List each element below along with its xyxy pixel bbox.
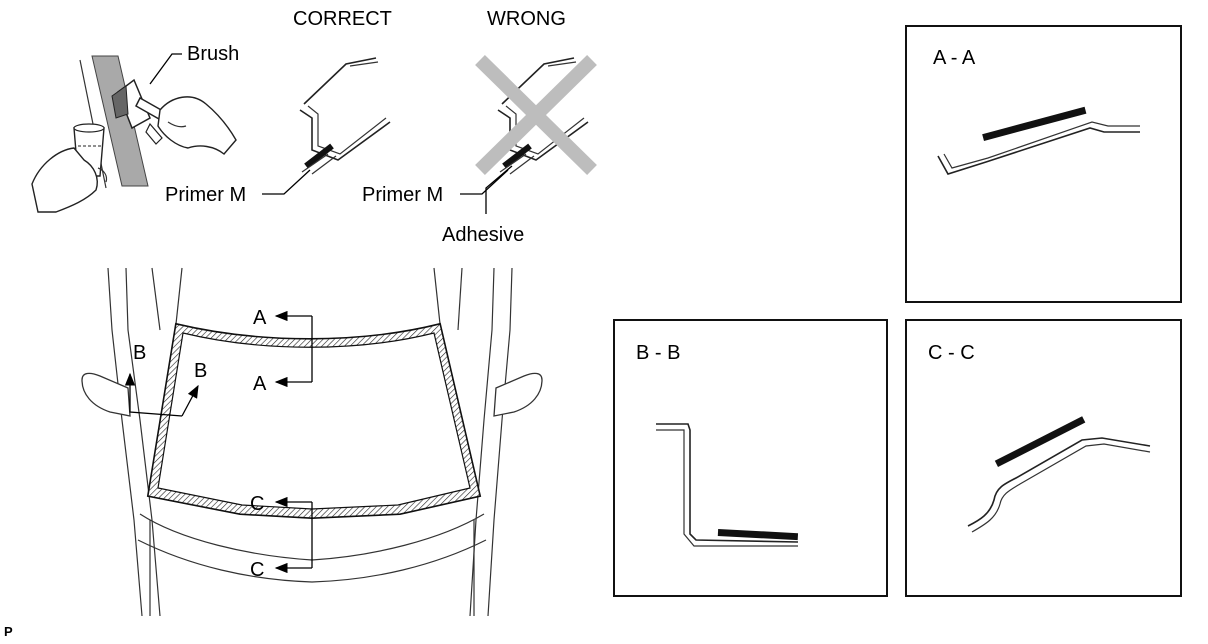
- primer-strip-bb: [717, 529, 799, 541]
- corner-mark: P: [4, 624, 13, 639]
- wrong-heading: WRONG: [487, 8, 566, 30]
- section-c-bottom-label: C: [250, 559, 264, 581]
- panel-cc-title: C - C: [928, 342, 975, 364]
- panel-section-aa: A - A: [905, 25, 1182, 303]
- primer-m-label-correct: Primer M: [165, 184, 246, 206]
- adhesive-leader: [485, 165, 513, 214]
- primer-leader-wrong: [460, 169, 509, 195]
- brush-label: Brush: [187, 43, 239, 65]
- primer-strip-aa: [982, 106, 1087, 142]
- panel-section-cc: C - C: [905, 319, 1182, 597]
- section-a-top-label: A: [253, 307, 267, 329]
- panel-bb-title: B - B: [636, 342, 680, 364]
- section-b-right-label: B: [194, 360, 207, 382]
- wrong-cross-icon: [475, 55, 597, 175]
- car-top-view: [81, 267, 543, 617]
- section-a-indicator: [274, 310, 313, 388]
- adhesive-label: Adhesive: [442, 224, 524, 246]
- panel-aa-title: A - A: [933, 47, 976, 69]
- brush-application-illustration: [31, 53, 237, 213]
- primer-m-label-wrong: Primer M: [362, 184, 443, 206]
- correct-cross-section: [299, 57, 391, 175]
- section-c-top-label: C: [250, 493, 264, 515]
- section-b-left-label: B: [133, 342, 146, 364]
- primer-leader-correct: [262, 169, 311, 195]
- primer-strip-cc: [994, 416, 1086, 468]
- section-c-indicator: [274, 496, 313, 574]
- correct-heading: CORRECT: [293, 8, 392, 30]
- section-a-bottom-label: A: [253, 373, 267, 395]
- section-b-indicator: [124, 372, 199, 417]
- panel-section-bb: B - B: [613, 319, 888, 597]
